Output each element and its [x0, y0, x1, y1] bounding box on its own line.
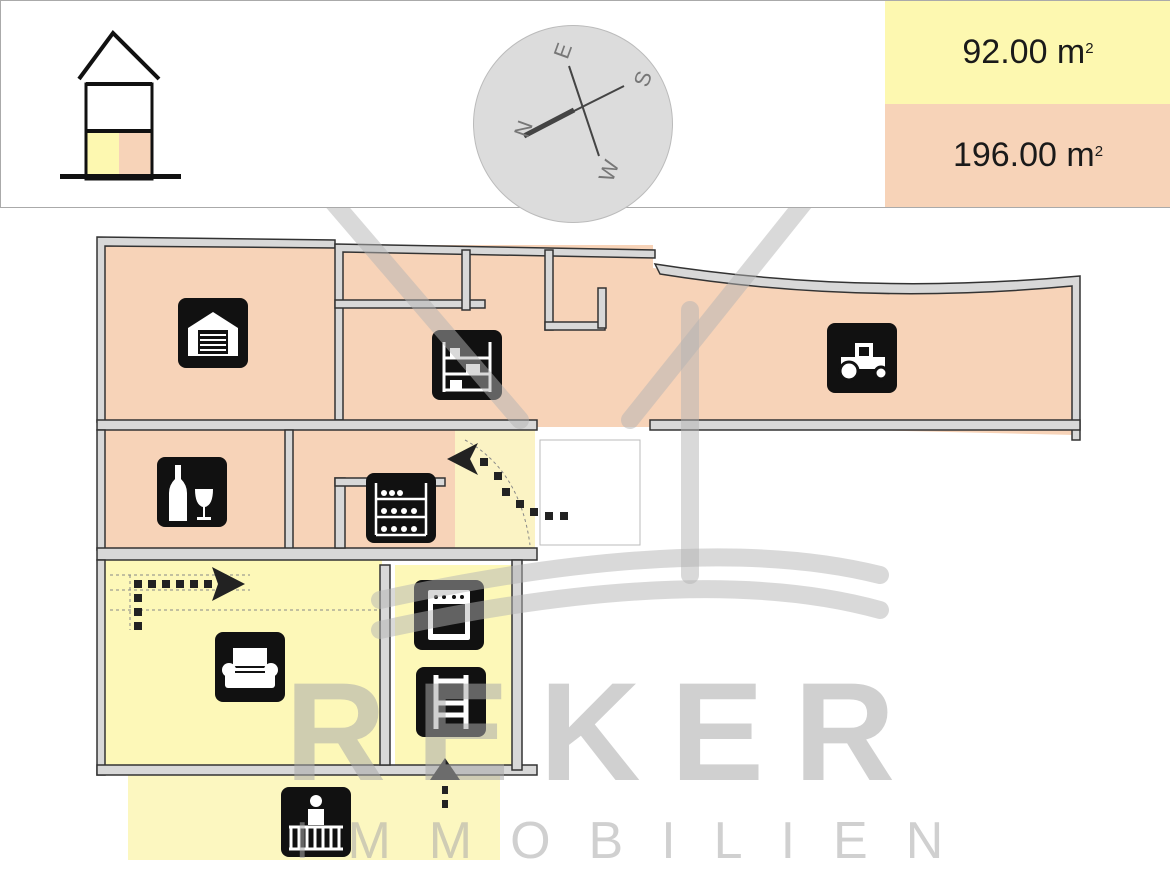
- balcony-icon: [281, 787, 351, 857]
- watermark-line2: IMMOBILIEN: [295, 812, 982, 870]
- compass: E S N W: [473, 25, 673, 223]
- watermark-logo: [301, 161, 889, 639]
- armchair-icon: [215, 632, 285, 702]
- tractor-icon: [827, 323, 897, 393]
- chair-icon: [416, 667, 486, 737]
- arrow-upper-left: [134, 567, 245, 630]
- wine-icon: [157, 457, 227, 527]
- arrow-balcony: [430, 758, 460, 808]
- direction-arrows: [134, 443, 568, 808]
- garage-icon: [178, 298, 248, 368]
- stairs: [110, 439, 641, 630]
- arrow-stairs: [447, 443, 568, 520]
- wine-rack-icon: [366, 473, 436, 543]
- watermark-line1: REKER: [285, 653, 926, 810]
- house-section-icon: [60, 29, 181, 181]
